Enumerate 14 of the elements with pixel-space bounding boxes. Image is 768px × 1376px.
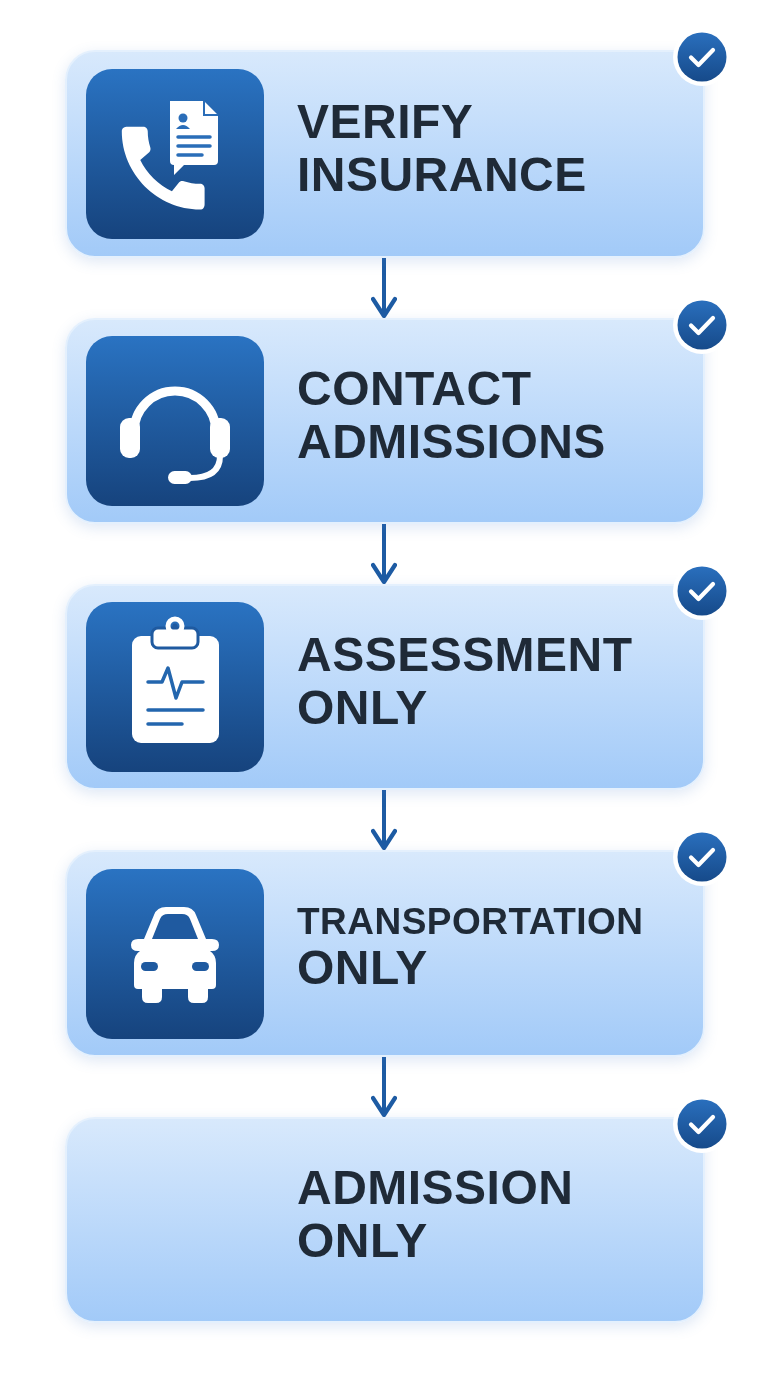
arrow bbox=[370, 1057, 398, 1118]
step-label: ASSESSMENT ONLY bbox=[297, 629, 634, 735]
process-card bbox=[65, 1117, 705, 1323]
step-label: VERIFY INSURANCE bbox=[297, 96, 588, 202]
step-label: CONTACT ADMISSIONS bbox=[297, 363, 607, 469]
process-card bbox=[65, 850, 705, 1057]
step-label: TRANSPORTATION ONLY bbox=[297, 901, 645, 996]
step-label: ADMISSION ONLY bbox=[297, 1162, 575, 1268]
process-card bbox=[65, 584, 705, 790]
process-card bbox=[65, 50, 705, 258]
process-card bbox=[65, 318, 705, 524]
arrow bbox=[370, 790, 398, 851]
arrow bbox=[370, 258, 398, 319]
arrow bbox=[370, 524, 398, 585]
